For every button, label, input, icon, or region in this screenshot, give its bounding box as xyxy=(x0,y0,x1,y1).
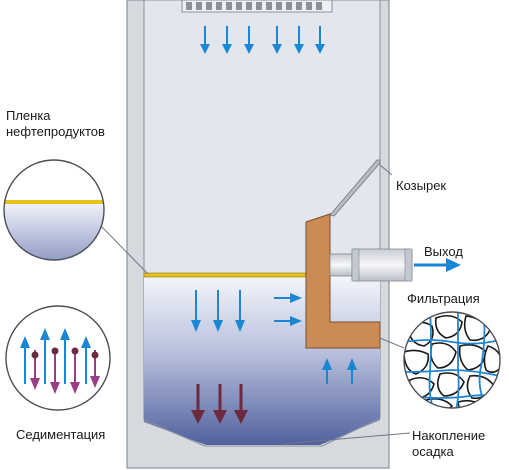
down-arrow-icon xyxy=(213,290,223,332)
tank xyxy=(126,0,390,469)
visor xyxy=(329,159,381,217)
sedimentation-label: Седиментация xyxy=(16,427,105,442)
filter-block xyxy=(305,213,381,349)
water-down-arrows xyxy=(191,290,245,332)
right-arrow-icon xyxy=(274,316,302,326)
film-label-line1: Пленка xyxy=(6,108,51,123)
accumulation-label-line2: осадка xyxy=(412,444,455,459)
down-arrow-icon xyxy=(244,26,254,54)
down-arrow-icon xyxy=(213,384,227,424)
filtration-label: Фильтрация xyxy=(407,291,480,306)
filter-up-arrows xyxy=(322,358,357,384)
visor-label: Козырек xyxy=(396,178,446,193)
filter-in-arrows xyxy=(274,293,302,326)
filter-mesh-icon xyxy=(379,311,501,409)
visor-leader xyxy=(379,164,393,176)
sediment-arrows xyxy=(191,384,248,424)
down-arrow-icon xyxy=(315,26,325,54)
inflow-arrows xyxy=(200,26,325,54)
right-arrow-icon xyxy=(274,293,302,303)
down-arrow-icon xyxy=(235,290,245,332)
sedimentation-lens xyxy=(5,305,111,411)
grate-icon xyxy=(181,0,333,13)
oil-film xyxy=(143,272,307,278)
accumulation-leader xyxy=(281,432,411,445)
down-arrow-icon xyxy=(222,26,232,54)
down-arrow-icon xyxy=(70,350,80,394)
down-arrow-icon xyxy=(191,384,205,424)
up-arrow-icon xyxy=(322,358,332,384)
up-arrow-icon xyxy=(40,328,50,384)
exit-arrow-icon xyxy=(414,258,461,272)
down-arrow-icon xyxy=(50,350,60,394)
oil-film-lens xyxy=(3,159,149,275)
up-arrow-icon xyxy=(60,328,70,384)
down-arrow-icon xyxy=(191,290,201,332)
exit-label: Выход xyxy=(424,244,463,259)
film-label-line2: нефтепродуктов xyxy=(6,124,105,139)
up-arrow-icon xyxy=(81,336,91,384)
down-arrow-icon xyxy=(234,384,248,424)
up-arrow-icon xyxy=(347,358,357,384)
accumulation-label-line1: Накопление xyxy=(412,428,485,443)
outlet-pipe xyxy=(329,248,413,282)
down-arrow-icon xyxy=(272,26,282,54)
down-arrow-icon xyxy=(294,26,304,54)
up-arrow-icon xyxy=(20,336,30,384)
down-arrow-icon xyxy=(200,26,210,54)
